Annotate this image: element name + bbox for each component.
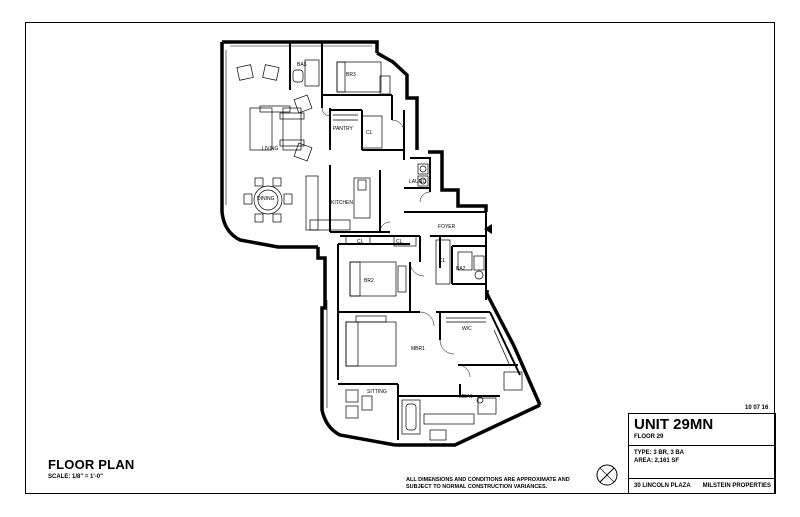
unit-floor: FLOOR 29: [634, 434, 664, 440]
room-label-br2: BR2: [364, 278, 374, 284]
room-label-ba-top: BA3: [297, 62, 307, 68]
room-label-pantry: PANTRY: [333, 126, 353, 132]
north-arrow-icon: [596, 464, 618, 486]
room-label-ba2: BA2: [456, 266, 466, 272]
room-label-cl-hall: CL: [439, 258, 446, 264]
developer-name: MILSTEIN PROPERTIES: [702, 483, 771, 489]
entry-arrow-icon: [484, 224, 492, 234]
door-swings: [321, 107, 471, 378]
room-label-foyer: FOYER: [438, 224, 456, 230]
room-label-living: LIVING: [262, 146, 279, 152]
title-block-divider: [629, 445, 775, 446]
room-label-mba1: MBA1: [459, 394, 473, 400]
disclaimer-note: ALL DIMENSIONS AND CONDITIONS ARE APPROX…: [406, 477, 570, 490]
fixtures: [236, 59, 523, 441]
unit-name: UNIT 29MN: [634, 416, 714, 433]
unit-type: TYPE: 3 BR, 3 BA: [634, 450, 685, 456]
room-label-cl-foyer-a: CL: [357, 239, 364, 245]
room-label-cl-foyer-b: CL: [396, 239, 403, 245]
room-label-wic: W/C: [462, 326, 472, 332]
drawing-frame: [25, 22, 775, 494]
unit-area: AREA: 2,161 SF: [634, 458, 680, 464]
drawing-date: 10 07 16: [745, 405, 769, 411]
room-label-kitchen: KITCHEN: [331, 200, 353, 206]
room-label-br3: BR3: [346, 72, 356, 78]
exterior-walls: [220, 40, 542, 447]
floor-plan-scale: SCALE: 1/8" = 1'-0": [48, 474, 103, 480]
room-label-dining: DINING: [257, 196, 275, 202]
interior-walls: [289, 43, 521, 440]
room-label-sitting: SITTING: [367, 389, 387, 395]
title-block-divider: [629, 478, 775, 479]
building-address: 30 LINCOLN PLAZA: [634, 483, 691, 489]
floor-plan-title: FLOOR PLAN: [48, 457, 135, 472]
room-label-laund: LAUND: [409, 179, 426, 185]
room-label-mbr1: MBR1: [411, 346, 425, 352]
room-label-cl-pantry: CL: [366, 130, 373, 136]
title-block: UNIT 29MN FLOOR 29 TYPE: 3 BR, 3 BA AREA…: [628, 413, 776, 494]
window-marks: [225, 45, 372, 408]
